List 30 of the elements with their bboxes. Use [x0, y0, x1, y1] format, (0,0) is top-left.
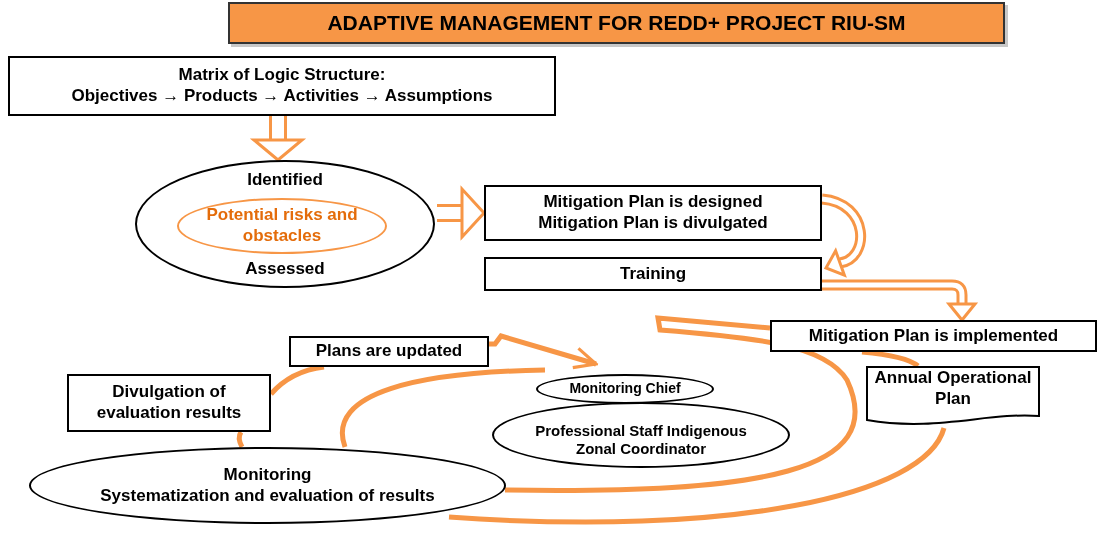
process-box	[289, 336, 489, 367]
hollow-arrow	[822, 279, 979, 323]
connector-line	[340, 367, 546, 448]
node-text: Mitigation Plan is implemented	[808, 325, 1059, 347]
arrow	[489, 333, 598, 370]
document-shape	[866, 366, 1040, 426]
hollow-arrow	[437, 185, 487, 241]
process-box	[67, 374, 271, 432]
node-text: Training	[619, 263, 687, 285]
title-banner: ADAPTIVE MANAGEMENT FOR REDD+ PROJECT RIU-SM	[228, 2, 1005, 44]
connector-line	[448, 426, 947, 525]
process-box	[8, 56, 556, 116]
node-text: Assessed	[245, 259, 325, 280]
node-text: Plans are updated	[315, 341, 463, 362]
node-text: Potential risks and obstacles	[205, 205, 359, 247]
node-text: Objectives → Products → Activities → Assumptions	[71, 86, 493, 107]
node-text: Mitigation Plan is designed	[543, 192, 763, 213]
node-text: Systematization and evaluation of results	[100, 485, 435, 507]
node-text: Mitigation Plan is divulgated	[538, 213, 768, 234]
node-text: Divulgation of evaluation results	[95, 382, 243, 424]
hollow-arrow	[249, 116, 307, 162]
connector-line	[505, 315, 857, 493]
node-text: Monitoring	[223, 464, 312, 486]
connector-line	[236, 430, 245, 449]
node-text: Matrix of Logic Structure:	[178, 65, 386, 86]
node-text: Monitoring Chief	[569, 380, 681, 398]
hollow-arrow	[821, 193, 867, 278]
node-text: Annual Operational Plan	[873, 368, 1033, 410]
node-text: Identified	[247, 170, 323, 191]
node-text: Professional Staff Indigenous Zonal Coordinator	[534, 421, 748, 459]
